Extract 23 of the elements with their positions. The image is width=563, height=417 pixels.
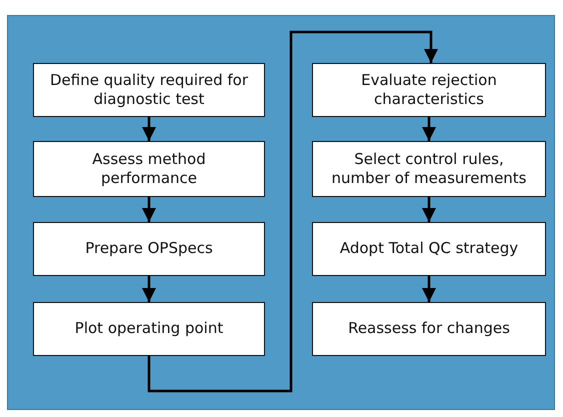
step-text: Assess method performance bbox=[91, 150, 207, 188]
arrow bbox=[422, 117, 436, 141]
step-text: Reassess for changes bbox=[348, 319, 510, 339]
step-text: Plot operating point bbox=[74, 319, 224, 339]
arrow bbox=[422, 276, 436, 302]
step-text: Select control rules, number of measurements bbox=[330, 150, 528, 188]
arrow bbox=[422, 197, 436, 222]
process-box bbox=[312, 141, 546, 197]
process-box bbox=[312, 222, 546, 276]
step-text: Adopt Total QC strategy bbox=[340, 239, 518, 259]
process-box bbox=[33, 302, 265, 356]
arrow bbox=[148, 30, 438, 392]
process-box bbox=[312, 63, 546, 117]
step-text: Prepare OPSpecs bbox=[85, 239, 213, 259]
process-box bbox=[312, 302, 546, 356]
step-text: Define quality required for diagnostic test bbox=[48, 70, 250, 110]
process-box bbox=[33, 141, 265, 197]
arrow bbox=[142, 276, 156, 302]
process-box bbox=[33, 63, 265, 117]
arrow bbox=[142, 197, 156, 222]
step-text: Evaluate rejection characteristics bbox=[360, 70, 498, 110]
process-box bbox=[33, 222, 265, 276]
arrow bbox=[142, 117, 156, 141]
